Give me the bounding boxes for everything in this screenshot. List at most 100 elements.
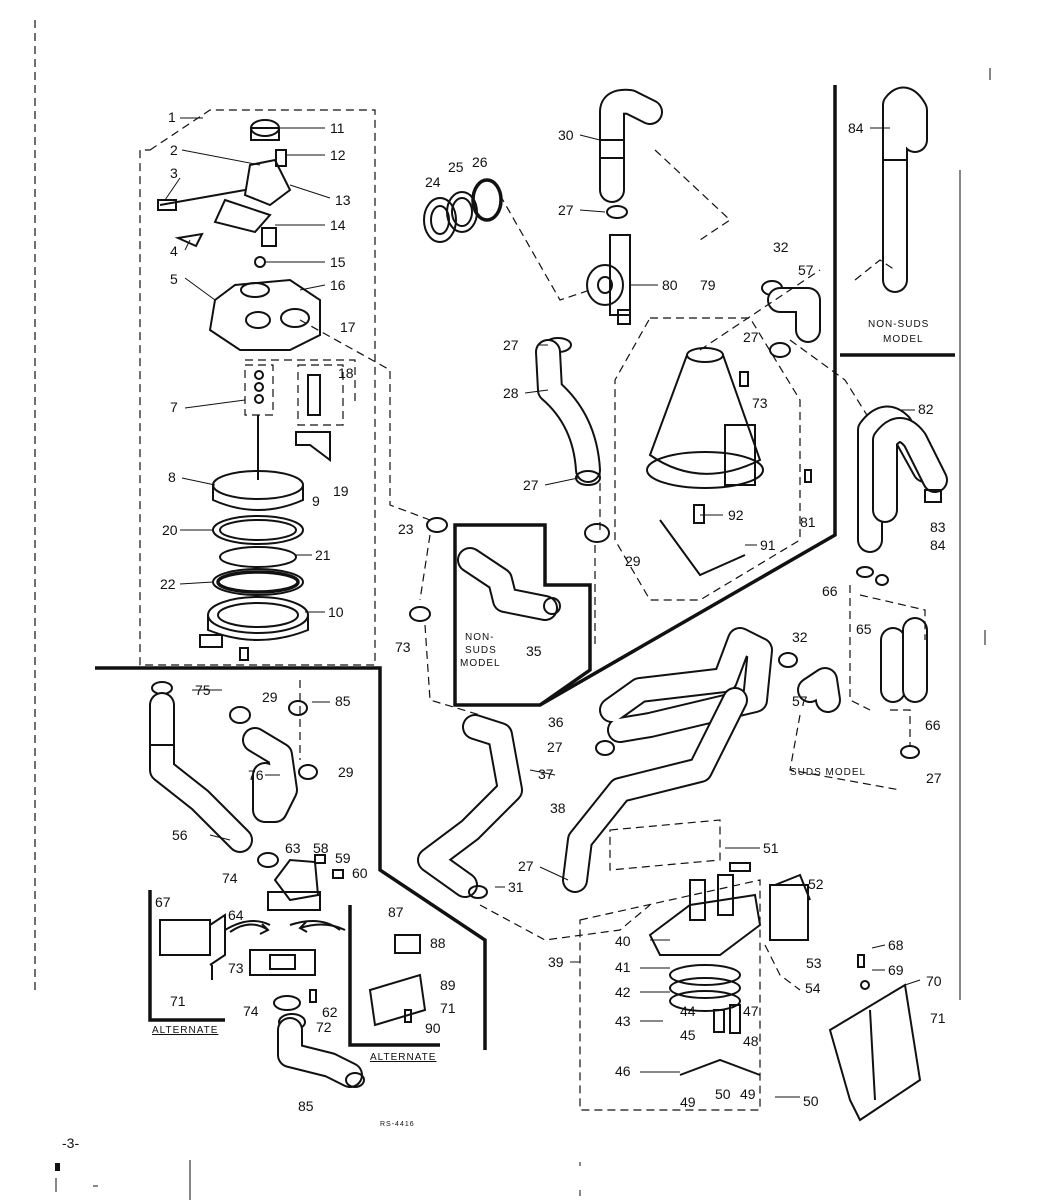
callout: 87 <box>388 904 404 920</box>
callout: 3 <box>170 165 178 181</box>
callout: 68 <box>888 937 904 953</box>
tub-cone-assembly <box>614 269 871 601</box>
callout: 8 <box>168 469 176 485</box>
callout: 18 <box>338 365 354 381</box>
non-suds-model-note: MODEL <box>883 334 924 345</box>
callout: 74 <box>222 870 238 886</box>
callout: 20 <box>162 522 178 538</box>
frame-lines <box>34 20 991 1200</box>
callout: 40 <box>615 933 631 949</box>
callout: 27 <box>558 202 574 218</box>
callout: 41 <box>615 959 631 975</box>
model-notes: NON-SUDS MODEL NON- SUDS MODEL SUDS MODE… <box>62 319 929 1151</box>
callout: 49 <box>740 1086 756 1102</box>
callout: 70 <box>926 973 942 989</box>
callout: 84 <box>848 120 864 136</box>
callout: 29 <box>262 689 278 705</box>
callout: 5 <box>170 271 178 287</box>
callout: 57 <box>798 262 814 278</box>
callout: 36 <box>548 714 564 730</box>
callout: 63 <box>285 840 301 856</box>
callout: 58 <box>313 840 329 856</box>
callout: 73 <box>228 960 244 976</box>
callout-labels: 1 11 2 12 3 13 14 4 15 5 16 17 18 7 19 8… <box>155 109 946 1114</box>
page-marks <box>55 1162 581 1196</box>
callout: 4 <box>170 243 178 259</box>
callout: 89 <box>440 977 456 993</box>
callout: 15 <box>330 254 346 270</box>
callout: 79 <box>700 277 716 293</box>
callout: 22 <box>160 576 176 592</box>
callout: 35 <box>526 643 542 659</box>
middle-hoses <box>299 319 841 941</box>
callout: 24 <box>425 174 441 190</box>
callout: 29 <box>338 764 354 780</box>
lower-left-parts <box>149 680 427 1088</box>
callout: 11 <box>330 120 345 136</box>
callout: 57 <box>792 693 808 709</box>
callout: 54 <box>805 980 821 996</box>
callout: 14 <box>330 217 346 233</box>
callout: 45 <box>680 1027 696 1043</box>
callout: 74 <box>243 1003 259 1019</box>
callout: 23 <box>398 521 414 537</box>
callout: 17 <box>340 319 356 335</box>
callout: 9 <box>312 493 320 509</box>
alternate-arrows <box>229 921 346 935</box>
callout: 46 <box>615 1063 631 1079</box>
alternate-note: ALTERNATE <box>152 1025 218 1036</box>
non-suds-model-note: NON-SUDS <box>868 319 929 330</box>
callout: 91 <box>760 537 776 553</box>
page-number: -3- <box>62 1135 79 1151</box>
callout: 42 <box>615 984 631 1000</box>
callout: 29 <box>625 553 641 569</box>
callout: 13 <box>335 192 351 208</box>
callout: 27 <box>523 477 539 493</box>
callout: 60 <box>352 865 368 881</box>
callout: 37 <box>538 766 554 782</box>
callout: 50 <box>803 1093 819 1109</box>
callout: 48 <box>743 1033 759 1049</box>
callout: 81 <box>800 514 816 530</box>
callout: 73 <box>752 395 768 411</box>
callout: 31 <box>508 879 524 895</box>
callout: 66 <box>822 583 838 599</box>
callout: 12 <box>330 147 346 163</box>
alternate-note: ALTERNATE <box>370 1052 436 1063</box>
callout: 21 <box>315 547 331 563</box>
callout: 85 <box>298 1098 314 1114</box>
callout: 27 <box>926 770 942 786</box>
callout: 80 <box>662 277 678 293</box>
upper-middle-parts <box>423 88 821 645</box>
callout: 62 <box>322 1004 338 1020</box>
callout: 10 <box>328 604 344 620</box>
callout: 27 <box>743 329 759 345</box>
suds-model-note: SUDS MODEL <box>790 767 866 778</box>
callout: 27 <box>547 739 563 755</box>
callout: 67 <box>155 894 171 910</box>
lower-right-parts <box>579 862 922 1122</box>
callout: 43 <box>615 1013 631 1029</box>
callout: 59 <box>335 850 351 866</box>
divider-lines <box>95 85 955 1050</box>
right-side-hoses <box>789 86 948 791</box>
callout: 53 <box>806 955 822 971</box>
callout: 72 <box>316 1019 332 1035</box>
callout: 82 <box>918 401 934 417</box>
callout: 38 <box>550 800 566 816</box>
leader-lines <box>164 117 921 1098</box>
callout: 39 <box>548 954 564 970</box>
callout: 73 <box>395 639 411 655</box>
callout: 69 <box>888 962 904 978</box>
callout: 71 <box>170 993 186 1009</box>
callout: 65 <box>856 621 872 637</box>
callout: 27 <box>503 337 519 353</box>
callout: 64 <box>228 907 244 923</box>
callout: 7 <box>170 399 178 415</box>
callout: 26 <box>472 154 488 170</box>
non-suds-model-note: NON- <box>465 632 495 643</box>
callout: 71 <box>930 1010 946 1026</box>
callout: 92 <box>728 507 744 523</box>
callout: 30 <box>558 127 574 143</box>
callout: 52 <box>808 876 824 892</box>
